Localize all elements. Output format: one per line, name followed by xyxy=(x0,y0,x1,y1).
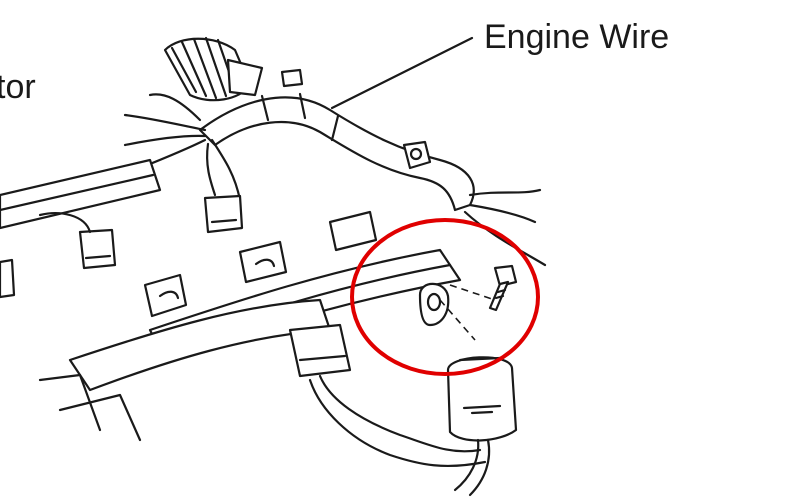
connector-label: tor xyxy=(0,68,36,106)
small-connector xyxy=(203,194,244,234)
install-guide-line-2 xyxy=(449,284,496,301)
highlight-circle xyxy=(350,218,540,376)
lower-frame xyxy=(38,298,487,468)
left-rail xyxy=(0,158,162,230)
rail-connector-1 xyxy=(143,273,188,318)
rail-connector-2 xyxy=(238,240,288,284)
injector-connector-2 xyxy=(0,258,16,299)
harness-main-tube xyxy=(198,92,475,212)
install-guide-line-1 xyxy=(439,299,476,341)
tube-tab xyxy=(280,68,304,88)
corrugated-end-cap xyxy=(163,36,264,102)
injector-connector-1 xyxy=(38,212,117,270)
rail-connector-3 xyxy=(328,210,378,252)
mounting-bracket xyxy=(402,140,432,170)
bracket-hole xyxy=(409,147,423,161)
engine-wire-label: Engine Wire xyxy=(484,18,670,56)
hanging-connector xyxy=(446,356,518,497)
bolt-icon xyxy=(488,264,518,312)
engine-wire-leader-line xyxy=(330,36,474,110)
bolt-hole-boss xyxy=(418,282,450,327)
